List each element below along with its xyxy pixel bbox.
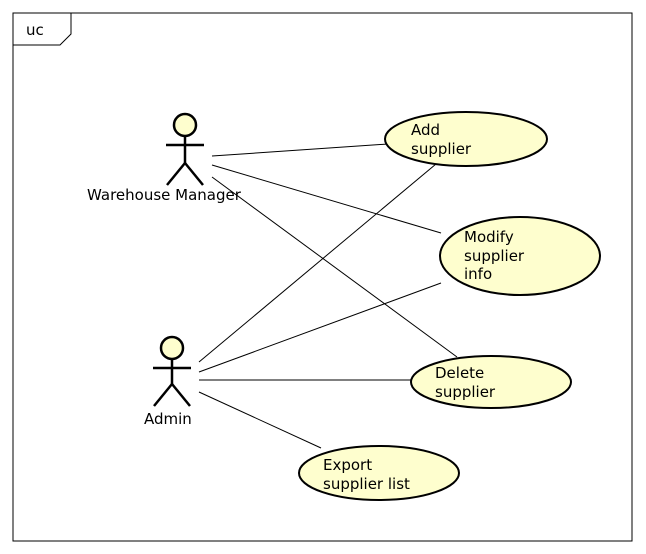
association-warehouse-manager-delete-supplier	[211, 176, 458, 358]
use-case-label-line: Export	[323, 456, 372, 474]
use-case-label-line: supplier	[435, 383, 496, 401]
actor-name-admin: Admin	[144, 410, 192, 428]
use-case-label-line: supplier	[411, 140, 472, 158]
actor-head	[159, 335, 185, 361]
use-case-ellipse	[384, 111, 548, 167]
association-warehouse-manager-add-supplier	[211, 143, 389, 157]
use-case-label-line: Delete	[435, 364, 484, 382]
use-case-ellipse	[298, 445, 460, 501]
use-case-export-supplier-list: Export supplier list	[298, 445, 460, 501]
frame-tag-box	[13, 13, 72, 46]
actor-right-leg	[184, 162, 204, 186]
actor-left-leg	[153, 383, 173, 407]
use-case-label-line: Add	[411, 121, 440, 139]
actor-warehouse-manager	[166, 112, 204, 186]
actor-left-leg	[166, 162, 186, 186]
use-case-add-supplier: Add supplier	[384, 111, 548, 167]
actor-admin	[153, 335, 191, 407]
frame-tag: uc	[26, 21, 44, 39]
association-admin-export-supplier-list	[198, 391, 322, 449]
use-case-delete-supplier: Delete supplier	[410, 355, 572, 409]
associations	[198, 143, 458, 449]
actor-right-leg	[171, 383, 191, 407]
association-admin-add-supplier	[198, 163, 437, 363]
use-case-ellipse	[439, 216, 601, 296]
use-case-ellipse	[410, 355, 572, 409]
actor-name-warehouse-manager: Warehouse Manager	[87, 186, 242, 204]
association-admin-modify-supplier-info	[198, 282, 442, 373]
diagram-frame	[12, 12, 633, 542]
use-case-modify-supplier-info: Modify supplier info	[439, 216, 601, 296]
use-case-label-line: supplier list	[323, 475, 410, 493]
use-case-label-line: Modify	[464, 228, 514, 246]
actor-head	[172, 112, 198, 138]
use-case-label-line: info	[464, 265, 492, 283]
association-warehouse-manager-modify-supplier-info	[211, 164, 442, 234]
use-case-label-line: supplier	[464, 247, 525, 265]
